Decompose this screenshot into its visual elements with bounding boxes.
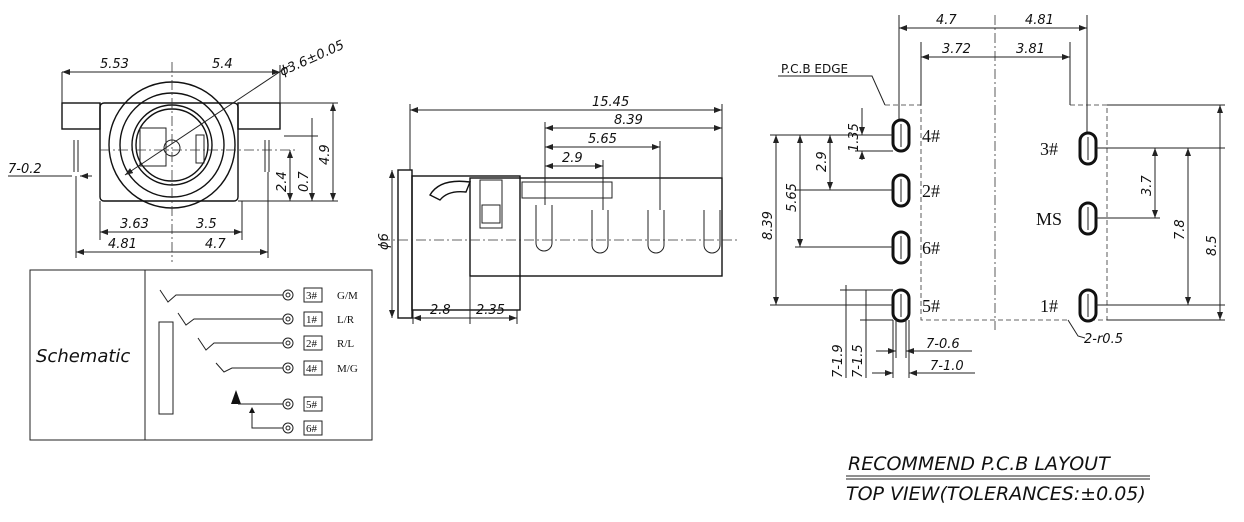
pin-row-6: 6# <box>282 420 323 436</box>
svg-text:M/G: M/G <box>337 363 358 375</box>
dim-2-9: 2.9 <box>562 151 583 166</box>
schematic-title: Schematic <box>36 346 130 367</box>
pcb-edge-label: P.C.B EDGE <box>781 62 848 76</box>
svg-text:G/M: G/M <box>337 290 358 302</box>
dim-2-8: 2.8 <box>430 303 451 318</box>
svg-text:1#: 1# <box>306 314 318 326</box>
pad-3: 3# <box>1040 131 1098 166</box>
dim-top-4-81: 4.81 <box>1025 13 1054 28</box>
dim-right-7-8: 7.8 <box>1173 219 1188 240</box>
dim-left-8-39: 8.39 <box>761 211 776 240</box>
dim-5-4: 5.4 <box>212 57 233 72</box>
pad-1: 1# <box>1040 288 1098 323</box>
dim-7-1-9: 7-1.9 <box>831 344 846 378</box>
layout-title: RECOMMEND P.C.B LAYOUT <box>848 453 1111 475</box>
pad-6: 6# <box>891 230 940 265</box>
dim-3-63: 3.63 <box>120 217 149 232</box>
svg-text:MS: MS <box>1036 209 1062 229</box>
dim-hole-diameter: ϕ3.6±0.05 <box>278 38 347 80</box>
dim-diameter-6: ϕ6 <box>377 233 392 250</box>
dim-7-1-5: 7-1.5 <box>851 344 866 378</box>
side-view: 15.45 8.39 5.65 2.9 ϕ6 2.8 2.35 <box>377 95 740 324</box>
dim-2-35: 2.35 <box>476 303 505 318</box>
dim-4-9: 4.9 <box>318 144 333 165</box>
dim-top-4-7: 4.7 <box>936 13 957 28</box>
svg-text:2#: 2# <box>306 338 318 350</box>
dim-radius: 2-r0.5 <box>1084 332 1123 347</box>
dim-4-7: 4.7 <box>205 237 226 252</box>
pcb-layout: 4.7 4.81 3.72 3.81 P.C.B EDGE 4# 2# 6# 5… <box>761 13 1225 505</box>
dim-8-39: 8.39 <box>614 113 643 128</box>
dim-top-3-72: 3.72 <box>942 42 971 57</box>
pin-row-1: 1# L/R <box>282 311 355 327</box>
dim-4-81: 4.81 <box>108 237 137 252</box>
pin-row-3: 3# G/M <box>282 287 358 303</box>
layout-subtitle: TOP VIEW(TOLERANCES:±0.05) <box>846 483 1146 505</box>
dim-7-0-6: 7-0.6 <box>926 337 960 352</box>
dim-left-1-35: 1.35 <box>847 123 862 152</box>
svg-text:1#: 1# <box>1040 296 1058 316</box>
schematic-box: Schematic 3# G/M 1# L/R 2# R/L 4# M/G 5# 6# <box>29 269 373 441</box>
svg-text:R/L: R/L <box>337 338 354 350</box>
dim-pin-width: 7-0.2 <box>8 162 42 177</box>
dim-5-53: 5.53 <box>100 57 129 72</box>
svg-text:5#: 5# <box>922 296 940 316</box>
pad-ms: MS <box>1036 201 1098 236</box>
pin-row-2: 2# R/L <box>282 335 354 351</box>
svg-text:6#: 6# <box>306 423 318 435</box>
pin-row-5: 5# <box>282 396 323 412</box>
dim-2-4: 2.4 <box>275 171 290 192</box>
dim-0-7: 0.7 <box>297 171 312 192</box>
pad-4: 4# <box>891 118 940 153</box>
dim-7-1-0: 7-1.0 <box>930 359 964 374</box>
svg-text:4#: 4# <box>306 363 318 375</box>
svg-text:4#: 4# <box>922 126 940 146</box>
dim-left-2-9: 2.9 <box>815 151 830 172</box>
dim-right-8-5: 8.5 <box>1205 235 1220 256</box>
dim-right-3-7: 3.7 <box>1140 175 1155 196</box>
pin-row-4: 4# M/G <box>282 360 358 376</box>
svg-text:2#: 2# <box>922 181 940 201</box>
svg-text:3#: 3# <box>306 290 318 302</box>
front-view: 5.53 5.4 ϕ3.6±0.05 7-0.2 3.63 3.5 4.81 4… <box>8 38 347 262</box>
dim-top-3-81: 3.81 <box>1016 42 1045 57</box>
pad-5: 5# <box>891 288 940 323</box>
dim-5-65: 5.65 <box>588 132 617 147</box>
dim-15-45: 15.45 <box>592 95 629 110</box>
svg-text:6#: 6# <box>922 238 940 258</box>
pad-2: 2# <box>891 173 940 208</box>
dim-left-5-65: 5.65 <box>785 183 800 212</box>
svg-text:5#: 5# <box>306 399 318 411</box>
svg-text:3#: 3# <box>1040 139 1058 159</box>
svg-text:L/R: L/R <box>337 314 355 326</box>
dim-3-5: 3.5 <box>196 217 217 232</box>
